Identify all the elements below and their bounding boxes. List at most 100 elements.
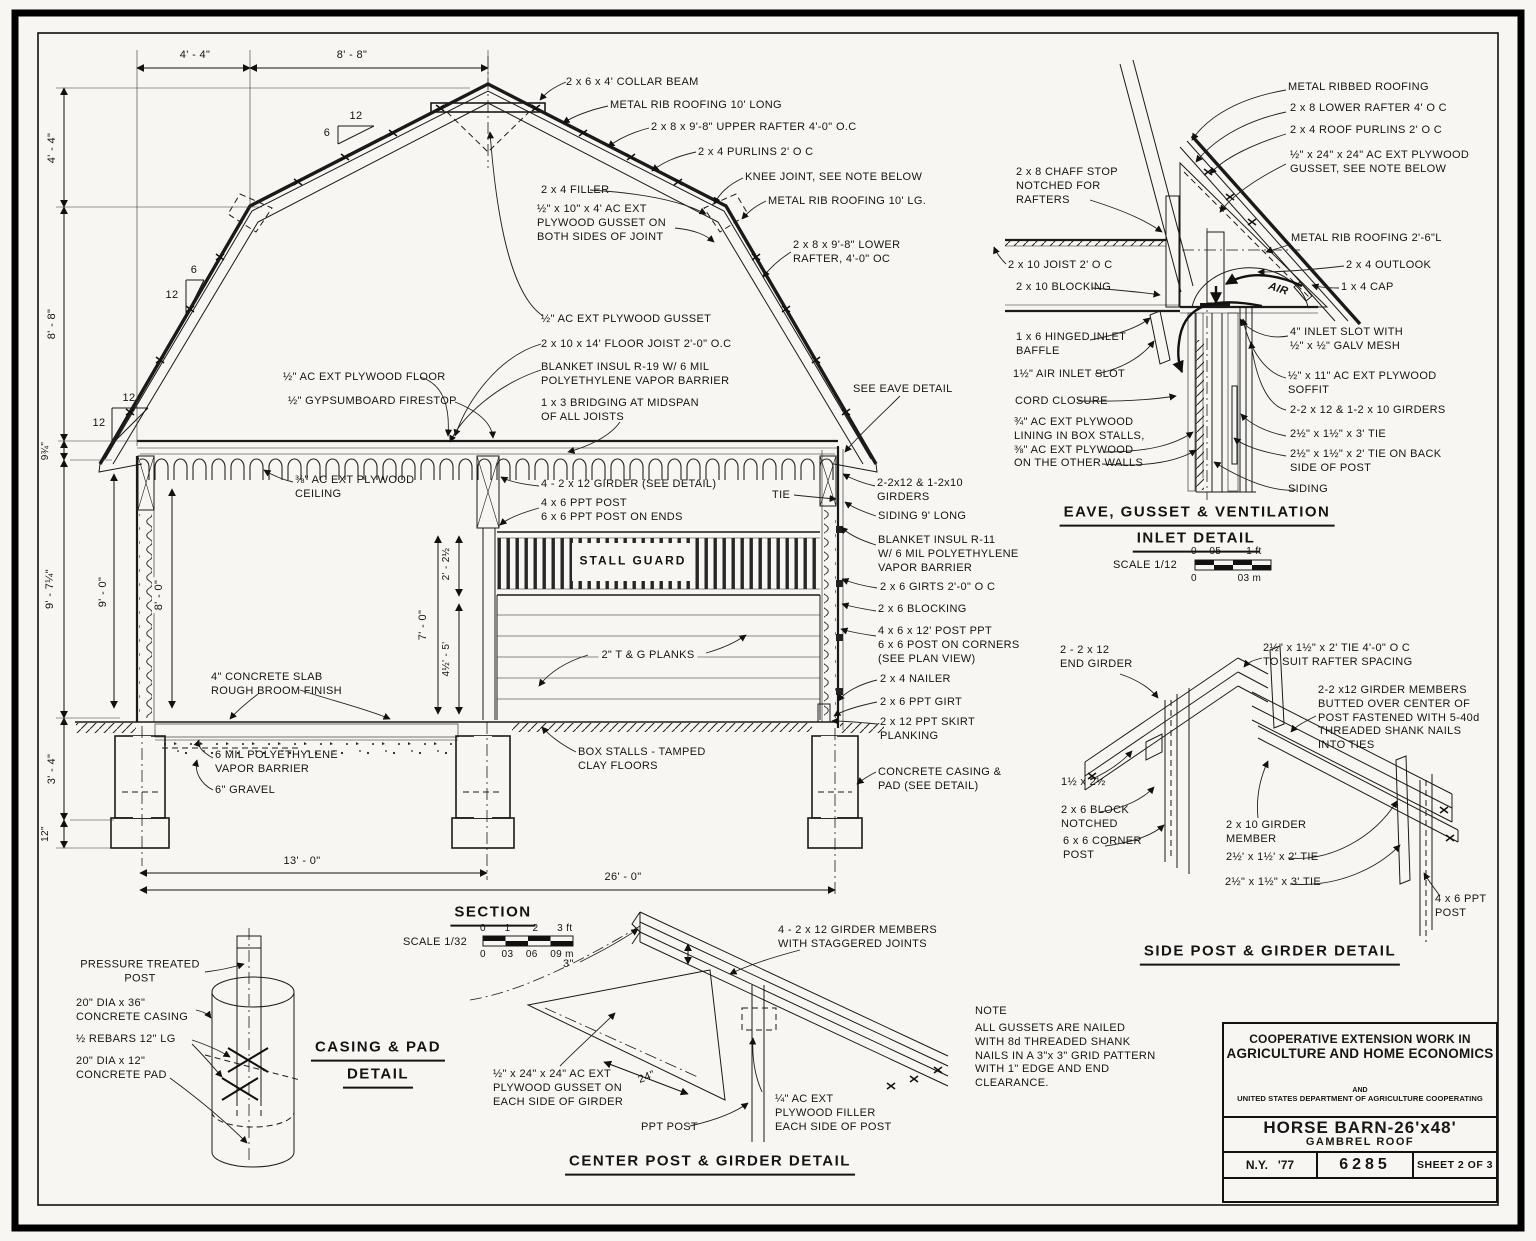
sheet-border — [11, 9, 1525, 1232]
note-title: NOTE — [975, 1005, 1007, 1017]
casing-title-2: DETAIL — [342, 1066, 414, 1089]
eave-title-1: EAVE, GUSSET & VENTILATION — [1059, 504, 1335, 527]
label-casing-pad: CONCRETE CASING & PAD (SEE DETAIL) — [878, 766, 1002, 792]
label-knee-joint: KNEE JOINT, SEE NOTE BELOW — [745, 171, 923, 183]
eave-scale-bar — [1194, 559, 1272, 571]
label-vapor: 6 MIL POLYETHYLENE VAPOR BARRIER — [215, 749, 339, 775]
dim-left-34: 3' - 4" — [46, 753, 59, 785]
plan-number: 6285 — [1318, 1153, 1414, 1177]
label-skirt: 2 x 12 PPT SKIRT PLANKING — [880, 716, 976, 742]
label-box-stalls: BOX STALLS - TAMPED CLAY FLOORS — [578, 746, 706, 772]
label-side-tie-oc: 2½" x 1½" x 2' TIE 4'-0" O C TO SUIT RAF… — [1263, 642, 1413, 668]
title-block: COOPERATIVE EXTENSION WORK IN AGRICULTUR… — [1222, 1022, 1498, 1203]
label-posts: 4 x 6 PPT POST 6 x 6 PPT POST ON ENDS — [541, 497, 683, 523]
section-title: SECTION — [450, 904, 536, 927]
label-side-block: 2 x 6 BLOCK NOTCHED — [1061, 804, 1130, 830]
label-knee-gusset: ½" x 10" x 4' AC EXT PLYWOOD GUSSET ON B… — [537, 203, 667, 243]
casing-detail-linework — [204, 928, 301, 1168]
dim-top-88: 8' - 8" — [336, 49, 368, 62]
label-planks: 2" T & G PLANKS — [598, 649, 698, 663]
dim-left-9714: 9' - 7¼" — [44, 569, 57, 609]
label-upper-rafter: 2 x 8 x 9'-8" UPPER RAFTER 4'-0" O.C — [651, 121, 857, 133]
label-eave-joist: 2 x 10 JOIST 2' O C — [1008, 259, 1113, 271]
center-detail-linework — [469, 911, 949, 1142]
label-side-tie3: 2½" x 1½" x 3' TIE — [1225, 876, 1322, 888]
label-girder4: 4 - 2 x 12 GIRDER (SEE DETAIL) — [541, 478, 717, 490]
label-eave-soffit: ½" x 11" AC EXT PLYWOOD SOFFIT — [1288, 370, 1437, 396]
label-side-1525: 1½ x 2½ — [1061, 776, 1106, 788]
label-side-corner: 6 x 6 CORNER POST — [1063, 835, 1142, 861]
slope-t3-a: 12 — [122, 392, 136, 405]
agency-usda: UNITED STATES DEPARTMENT OF AGRICULTURE … — [1237, 1094, 1483, 1103]
slope-t1-rise: 6 — [323, 127, 331, 140]
label-eave-siding: SIDING — [1288, 483, 1328, 495]
dim-left-44: 4' - 4" — [46, 132, 59, 164]
label-stall-guard: STALL GUARD — [579, 553, 687, 568]
label-casing-rebars: ½ REBARS 12" LG — [76, 1033, 176, 1045]
label-center-ppt: PPT POST — [641, 1121, 698, 1133]
agency-and: AND — [1352, 1087, 1368, 1094]
dim-90: 9' - 0" — [97, 573, 111, 611]
note-body: ALL GUSSETS ARE NAILED WITH 8d THREADED … — [975, 1022, 1156, 1089]
label-center-gusset: ½" x 24" x 24" AC EXT PLYWOOD GUSSET ON … — [493, 1068, 624, 1108]
label-blocking: 2 x 6 BLOCKING — [878, 603, 967, 615]
label-slab: 4" CONCRETE SLAB ROUGH BROOM FINISH — [211, 671, 342, 697]
drawing-title: HORSE BARN-26'x48' — [1263, 1118, 1457, 1137]
year: '77 — [1277, 1158, 1295, 1172]
label-eave-inlet4: 4" INLET SLOT WITH ½" x ½" GALV MESH — [1290, 326, 1404, 352]
label-eave-lining: ¾" AC EXT PLYWOOD LINING IN BOX STALLS, … — [1014, 416, 1145, 470]
label-eave-tie2: 2½" x 1½" x 2' TIE ON BACK SIDE OF POST — [1290, 448, 1442, 474]
label-nailer: 2 x 4 NAILER — [880, 673, 951, 685]
center-detail-title: CENTER POST & GIRDER DETAIL — [565, 1153, 855, 1176]
label-eave-purlins: 2 x 4 ROOF PURLINS 2' O C — [1290, 124, 1443, 136]
label-girders-right: 2-2x12 & 1-2x10 GIRDERS — [877, 477, 963, 503]
label-side-end-girder: 2 - 2 x 12 END GIRDER — [1060, 644, 1133, 670]
label-eave-gusset: ½" x 24" x 24" AC EXT PLYWOOD GUSSET, SE… — [1290, 149, 1470, 175]
slope-t2-rise: 6 — [190, 264, 198, 277]
title-block-state-year: N.Y. '77 — [1224, 1153, 1318, 1177]
eave-scale-m: 0 03 m — [1191, 573, 1262, 584]
slope-t1-run: 12 — [349, 110, 363, 123]
dim-26: 26' - 0" — [604, 871, 642, 884]
section-scale-ft: 0 1 2 3 ft — [480, 923, 573, 934]
sheet-number: SHEET 2 OF 3 — [1416, 1159, 1494, 1171]
label-eave-lower-rafter: 2 x 8 LOWER RAFTER 4' O C — [1290, 102, 1447, 114]
label-center-members: 4 - 2 x 12 GIRDER MEMBERS WITH STAGGERED… — [778, 924, 938, 950]
dim-13: 13' - 0" — [283, 855, 321, 868]
eave-detail-leaders — [993, 89, 1345, 491]
label-eave-ribbed: METAL RIBBED ROOFING — [1288, 81, 1429, 93]
label-side-member10: 2 x 10 GIRDER MEMBER — [1226, 819, 1307, 845]
label-eave-ribroof: METAL RIB ROOFING 2'-6"L — [1291, 232, 1442, 244]
label-side-members: 2-2 x12 GIRDER MEMBERS BUTTED OVER CENTE… — [1318, 684, 1480, 751]
label-insul-r19: BLANKET INSUL R-19 W/ 6 MIL POLYETHYLENE… — [541, 361, 730, 387]
label-gravel: 6" GRAVEL — [215, 784, 276, 796]
label-post-ppt: 4 x 6 x 12' POST PPT 6 x 6 POST ON CORNE… — [878, 625, 1020, 665]
label-eave-cap: 1 x 4 CAP — [1341, 281, 1394, 293]
label-filler: 2 x 4 FILLER — [541, 184, 610, 196]
label-bridging: 1 x 3 BRIDGING AT MIDSPAN OF ALL JOISTS — [541, 397, 699, 423]
label-roofing-upper: METAL RIB ROOFING 10' LONG — [610, 99, 782, 111]
label-ceiling: ⅜" AC EXT PLYWOOD CEILING — [295, 474, 415, 500]
dim-225: 2' - 2½ — [440, 544, 454, 584]
label-eave-outlook: 2 x 4 OUTLOOK — [1346, 259, 1432, 271]
label-tie: TIE — [772, 489, 791, 501]
state: N.Y. — [1245, 1158, 1268, 1172]
label-ply-floor: ½" AC EXT PLYWOOD FLOOR — [283, 371, 446, 383]
agency-line-1: COOPERATIVE EXTENSION WORK IN — [1249, 1032, 1471, 1046]
slope-t3-b: 12 — [92, 417, 106, 430]
side-detail-leaders — [1089, 657, 1441, 897]
main-section-leaders — [191, 81, 901, 791]
dim-left-12: 12" — [39, 826, 51, 842]
label-eave-girders: 2-2 x 12 & 1-2 x 10 GIRDERS — [1290, 404, 1446, 416]
section-scale-label: SCALE 1/32 — [403, 936, 468, 948]
center-detail-leaders — [559, 928, 801, 1127]
label-collar-beam: 2 x 6 x 4' COLLAR BEAM — [566, 76, 699, 88]
eave-scale-label: SCALE 1/12 — [1113, 559, 1178, 571]
side-detail-title: SIDE POST & GIRDER DETAIL — [1139, 943, 1401, 966]
label-eave-tie3: 2½" x 1½" x 3' TIE — [1290, 428, 1387, 440]
label-side-ppt: 4 x 6 PPT POST — [1435, 893, 1487, 919]
dim-center-3: 3" — [563, 958, 574, 970]
title-block-agency: COOPERATIVE EXTENSION WORK IN AGRICULTUR… — [1224, 1024, 1496, 1118]
